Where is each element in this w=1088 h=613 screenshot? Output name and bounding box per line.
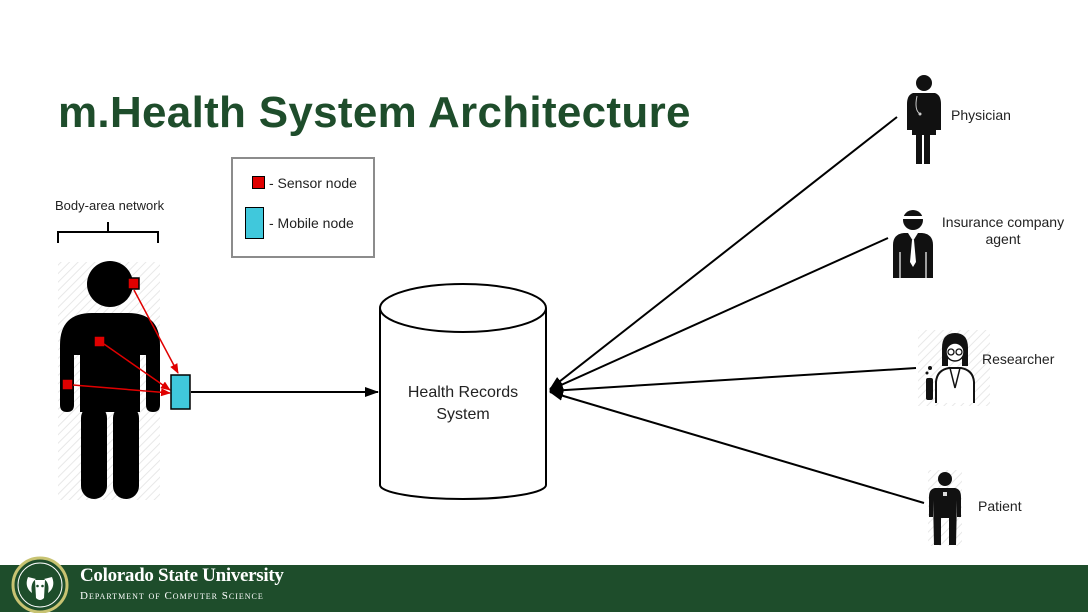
link-researcher-to-database: [549, 367, 917, 396]
database-label-line2: System: [436, 406, 490, 423]
mobile-node-legend-label: - Mobile node: [269, 215, 354, 231]
link-insurance-to-database: [549, 237, 889, 391]
body-area-network-label: Body-area network: [55, 198, 165, 213]
database-cylinder: [379, 283, 547, 500]
physician-label: Physician: [951, 107, 1011, 123]
physician-figure: [907, 75, 941, 164]
person-silhouette: [58, 261, 160, 500]
page-title: m.Health System Architecture: [58, 88, 691, 137]
insurance-label-line2: agent: [985, 231, 1021, 247]
link-patient-to-database: [549, 390, 925, 504]
mobile-node: [170, 374, 191, 410]
database-label: Health Records System: [380, 382, 546, 426]
legend-box: - Sensor node - Mobile node: [231, 157, 375, 258]
patient-figure: [928, 470, 962, 546]
sensor-node-swatch: [252, 176, 265, 189]
sensor-node-arm: [61, 378, 74, 391]
department-name: Department of Computer Science: [80, 590, 264, 602]
footer-bar: [0, 565, 1088, 612]
sensor-node-chest: [93, 335, 106, 348]
body-area-bracket: [57, 222, 159, 243]
mobile-node-swatch: [245, 207, 264, 239]
university-name: Colorado State University: [80, 565, 284, 586]
ram-logo-icon: [11, 556, 69, 613]
link-head-to-mobile: [133, 289, 179, 374]
insurance-label-line1: Insurance company: [941, 214, 1065, 230]
link-arm-to-mobile: [72, 384, 171, 397]
researcher-label: Researcher: [982, 351, 1055, 367]
link-chest-to-mobile: [103, 343, 171, 391]
database-label-line1: Health Records: [407, 384, 519, 401]
sensor-node-head: [127, 277, 140, 290]
researcher-figure: [918, 330, 990, 406]
insurance-agent-label: Insurance company agent: [936, 214, 1070, 248]
insurance-agent-figure: [893, 210, 933, 278]
link-physician-to-database: [549, 116, 898, 390]
sensor-node-legend-label: - Sensor node: [269, 175, 357, 191]
patient-label: Patient: [978, 498, 1022, 514]
